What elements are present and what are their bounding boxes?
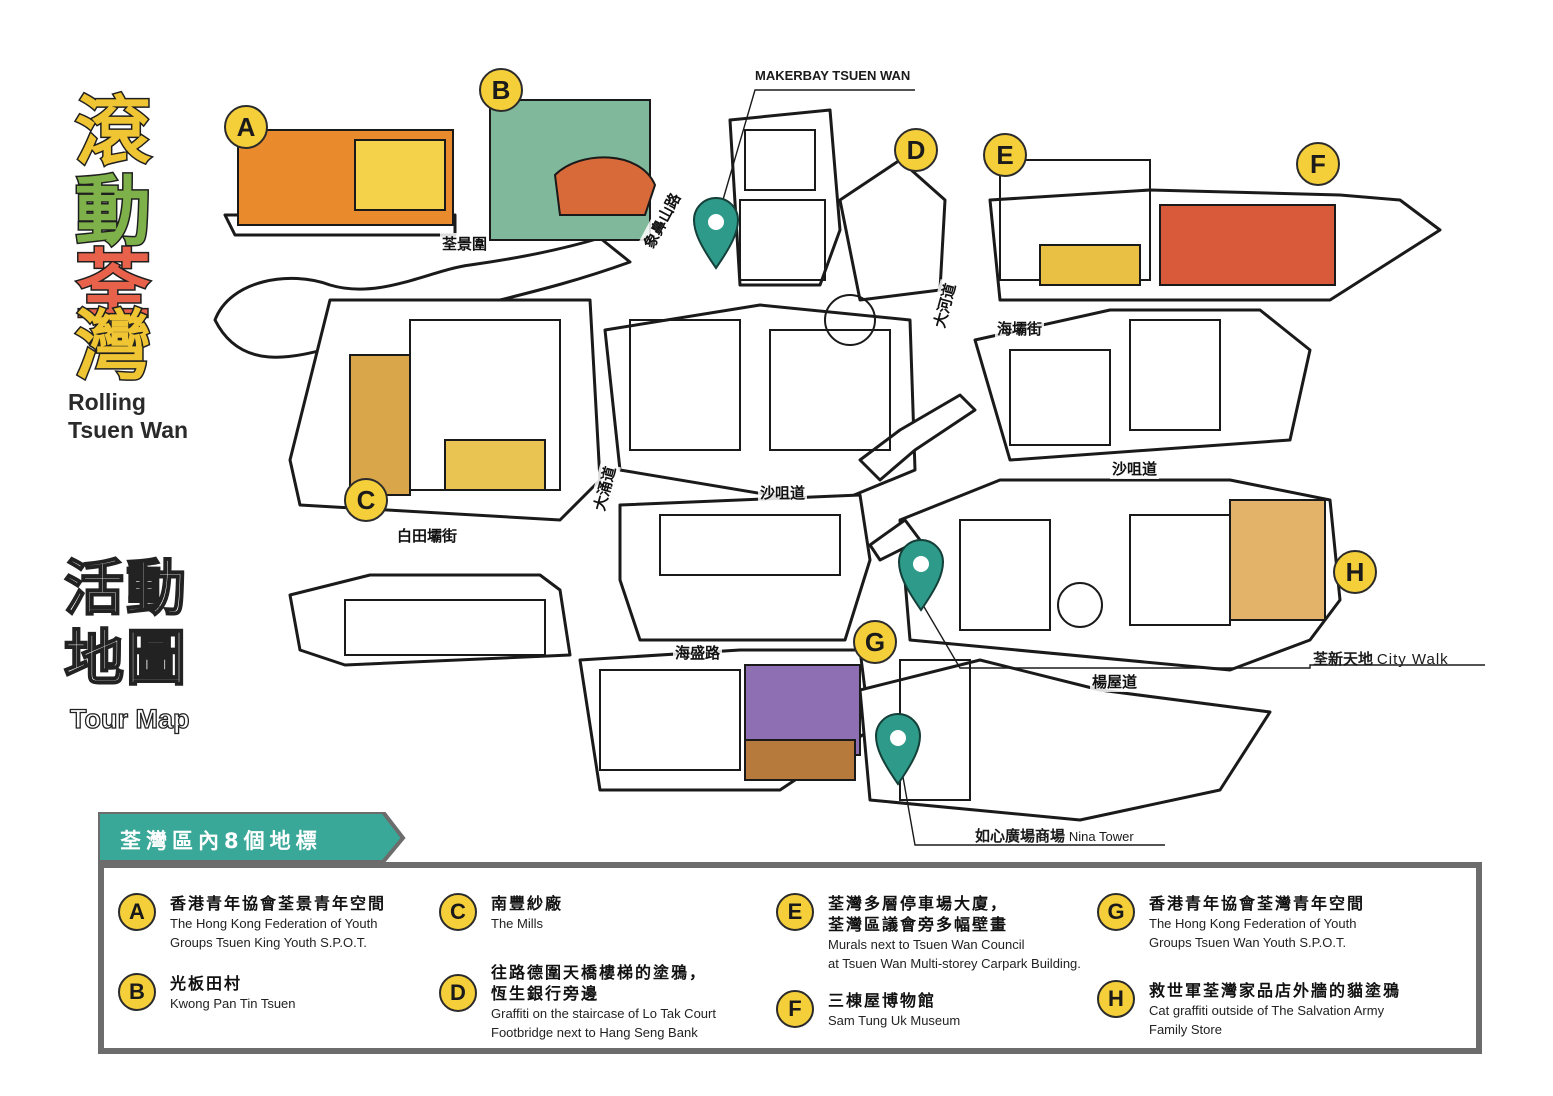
legend-tab-label: 荃灣區內8個地標 — [120, 829, 322, 853]
street-yeung-uk: 楊屋道 — [1090, 671, 1140, 692]
legend-f-zh: 三棟屋博物館 — [828, 991, 937, 1010]
legend-item-e[interactable]: E 荃灣多層停車場大廈， 荃灣區議會旁多幅壁畫 Murals next to T… — [776, 893, 1081, 973]
subtitle-zh-line1: 活動 — [63, 554, 188, 624]
pin-nina — [874, 713, 922, 786]
map-marker-a[interactable]: A — [224, 105, 268, 149]
legend-item-f[interactable]: F 三棟屋博物館 Sam Tung Uk Museum — [776, 990, 960, 1030]
callout-nina-tower: 如心廣場商場 Nina Tower — [975, 825, 1134, 846]
legend-h-zh: 救世軍荃灣家品店外牆的貓塗鴉 — [1149, 981, 1402, 1000]
legend-item-b[interactable]: B 光板田村 Kwong Pan Tin Tsuen — [118, 973, 296, 1013]
legend-d-en: Graffiti on the staircase of Lo Tak Cour… — [491, 1006, 716, 1040]
city-walk-zh: 荃新天地 — [1313, 650, 1374, 668]
legend-h-en: Cat graffiti outside of The Salvation Ar… — [1149, 1003, 1385, 1037]
city-walk-en: City Walk — [1376, 651, 1449, 668]
block-d — [838, 158, 947, 302]
legend-tab — [98, 812, 406, 864]
legend-b-zh: 光板田村 — [170, 974, 243, 993]
block-nina — [858, 658, 1272, 822]
callout-city-walk: 荃新天地 City Walk — [1313, 648, 1449, 669]
block-center — [618, 493, 872, 642]
legend-badge-e: E — [776, 893, 814, 931]
street-sha-tsui-center: 沙咀道 — [758, 482, 808, 503]
street-hoi-pa: 海壩街 — [995, 318, 1045, 339]
legend-item-a[interactable]: A 香港青年協會荃景青年空間 The Hong Kong Federation … — [118, 893, 386, 952]
legend-item-g[interactable]: G 香港青年協會荃灣青年空間 The Hong Kong Federation … — [1097, 893, 1365, 952]
title-char-3: 荃 — [74, 241, 153, 330]
title-char-1: 滾 — [74, 87, 153, 176]
pin-citywalk — [897, 539, 945, 612]
legend-c-zh: 南豐紗廠 — [491, 894, 564, 913]
footbridge-1 — [858, 393, 977, 482]
nina-zh: 如心廣場商場 — [975, 827, 1066, 845]
legend-item-h[interactable]: H 救世軍荃灣家品店外牆的貓塗鴉 Cat graffiti outside of… — [1097, 980, 1401, 1039]
legend-e-en: Murals next to Tsuen Wan Council at Tsue… — [828, 937, 1081, 971]
nina-en: Nina Tower — [1068, 829, 1134, 844]
legend-f-en: Sam Tung Uk Museum — [828, 1013, 961, 1028]
legend-d-zh: 往路德圍天橋樓梯的塗鴉， 恆生銀行旁邊 — [491, 963, 708, 1003]
block-right-mid — [973, 308, 1312, 462]
street-chuen-king: 荃景圍 — [440, 233, 490, 254]
map-marker-h[interactable]: H — [1333, 550, 1377, 594]
subtitle-en: Tour Map — [69, 703, 190, 734]
title-en-line1: Rolling — [68, 389, 146, 415]
legend-e-zh: 荃灣多層停車場大廈， 荃灣區議會旁多幅壁畫 — [828, 894, 1009, 934]
legend-item-c[interactable]: C 南豐紗廠 The Mills — [439, 893, 563, 933]
legend-badge-c: C — [439, 893, 477, 931]
street-hoi-shing: 海盛路 — [673, 642, 723, 663]
legend-b-en: Kwong Pan Tin Tsuen — [170, 996, 296, 1011]
street-sha-tsui-right: 沙咀道 — [1110, 458, 1160, 479]
callout-makerbay: MAKERBAY TSUEN WAN — [755, 68, 911, 83]
legend-badge-d: D — [439, 974, 477, 1012]
legend-a-zh: 香港青年協會荃景青年空間 — [170, 894, 387, 913]
legend-g-zh: 香港青年協會荃灣青年空間 — [1149, 894, 1366, 913]
title-en-line2: Tsuen Wan — [68, 417, 189, 443]
legend-badge-f: F — [776, 990, 814, 1028]
map-marker-g[interactable]: G — [853, 620, 897, 664]
map-marker-e[interactable]: E — [983, 133, 1027, 177]
block-makerbay — [728, 108, 842, 287]
subtitle-zh-line2: 地圖 — [63, 624, 188, 694]
map-marker-c[interactable]: C — [344, 478, 388, 522]
legend-a-en: The Hong Kong Federation of Youth Groups… — [170, 916, 378, 950]
block-center-top — [603, 303, 917, 507]
legend-badge-g: G — [1097, 893, 1135, 931]
legend-badge-b: B — [118, 973, 156, 1011]
map-marker-d[interactable]: D — [894, 128, 938, 172]
block-ship-left — [288, 573, 572, 667]
title-char-2: 動 — [74, 167, 153, 256]
legend-g-en: The Hong Kong Federation of Youth Groups… — [1149, 916, 1357, 950]
pin-makerbay — [692, 197, 740, 270]
title-char-4: 灣 — [74, 301, 153, 390]
legend-c-en: The Mills — [491, 916, 544, 931]
map-marker-f[interactable]: F — [1296, 142, 1340, 186]
legend-item-d[interactable]: D 往路德圍天橋樓梯的塗鴉， 恆生銀行旁邊 Graffiti on the st… — [439, 962, 716, 1042]
map-marker-b[interactable]: B — [479, 68, 523, 112]
street-pak-tin-par: 白田壩街 — [395, 525, 460, 546]
legend-badge-a: A — [118, 893, 156, 931]
legend-badge-h: H — [1097, 980, 1135, 1018]
